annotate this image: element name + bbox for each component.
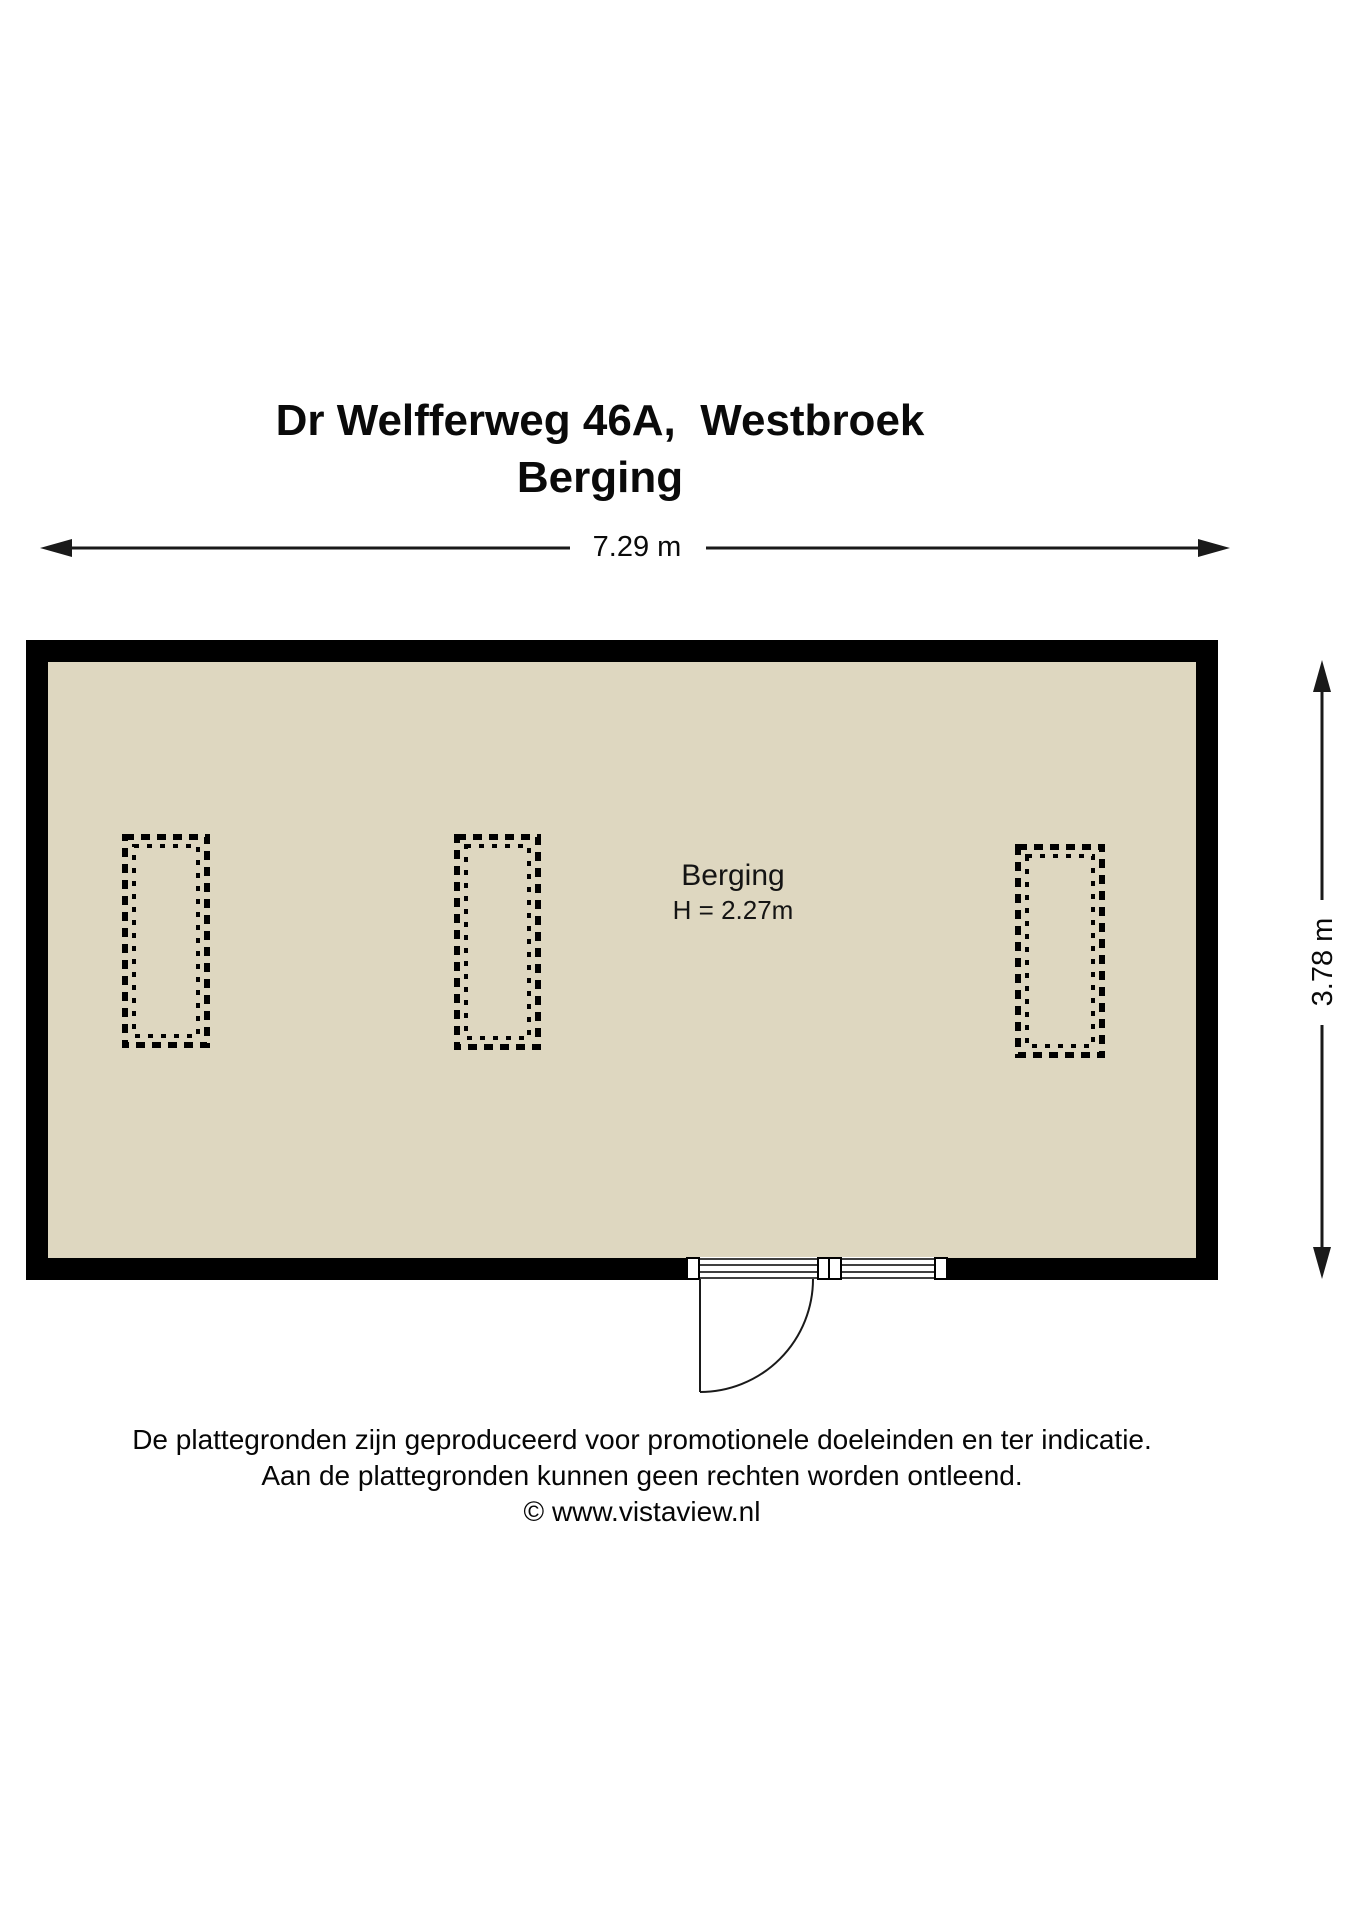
arrowhead-right	[1198, 539, 1230, 557]
plan-title-room: Berging	[516, 453, 684, 502]
arrowhead-left	[40, 539, 72, 557]
arrowhead-down	[1313, 1247, 1331, 1279]
width-dimension-arrow	[40, 539, 1230, 557]
room-walls	[26, 640, 1218, 1280]
copyright-line: © www.vistaview.nl	[523, 1496, 761, 1527]
room-ceiling-height: H = 2.27m	[672, 895, 794, 925]
disclaimer: De plattegronden zijn geproduceerd voor …	[0, 1422, 1284, 1530]
window-band	[841, 1258, 935, 1279]
arrowhead-up	[1313, 660, 1331, 692]
skylight-outline-middle	[454, 834, 541, 1050]
disclaimer-line-1: De plattegronden zijn geproduceerd voor …	[132, 1424, 1152, 1455]
bottom-wall-opening	[686, 1257, 948, 1281]
door-frame-band	[699, 1258, 818, 1279]
disclaimer-line-2: Aan de plattegronden kunnen geen rechten…	[261, 1460, 1023, 1491]
plan-title: Dr Welfferweg 46A, Westbroek Berging	[0, 392, 1200, 506]
height-dimension-label: 3.78 m	[1307, 917, 1339, 1007]
frame-posts	[686, 1257, 948, 1280]
height-dimension-arrow	[1313, 660, 1331, 1279]
door-swing	[699, 1278, 814, 1393]
skylight-outline-right	[1015, 844, 1105, 1058]
plan-title-address: Dr Welfferweg 46A, Westbroek	[275, 396, 925, 445]
room-name: Berging	[681, 859, 785, 892]
room-label: Berging H = 2.27m	[633, 858, 833, 926]
width-dimension-label: 7.29 m	[592, 531, 682, 563]
skylight-outline-left	[122, 834, 210, 1048]
